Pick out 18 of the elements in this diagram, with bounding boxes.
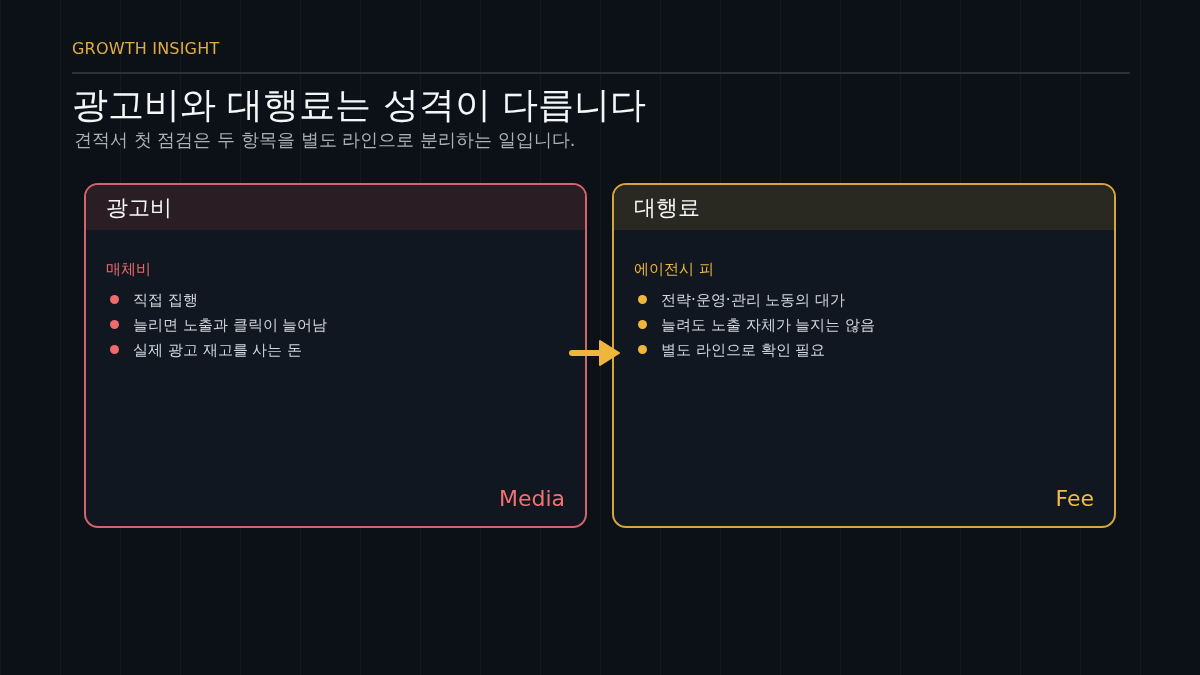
card-subheading: 매체비	[106, 259, 151, 280]
bullet-text: 직접 집행	[133, 289, 198, 311]
info-card	[612, 183, 1116, 528]
page-title: 광고비와 대행료는 성격이 다릅니다	[72, 83, 647, 127]
card-heading: 광고비	[106, 193, 172, 222]
info-card	[84, 183, 587, 528]
bullet-text: 실제 광고 재고를 사는 돈	[133, 339, 303, 361]
bullet-text: 별도 라인으로 확인 필요	[661, 339, 826, 361]
bullet-text: 늘리면 노출과 클릭이 늘어남	[133, 314, 328, 336]
card-subheading: 에이전시 피	[634, 259, 714, 280]
arrow	[569, 340, 620, 366]
card-tag: Media	[498, 484, 565, 514]
section-label: GROWTH INSIGHT	[72, 38, 220, 60]
card-heading: 대행료	[634, 193, 700, 222]
bullet-text: 늘려도 노출 자체가 늘지는 않음	[661, 314, 876, 336]
subtitle: 견적서 첫 점검은 두 항목을 별도 라인으로 분리하는 일입니다.	[74, 128, 576, 152]
card-tag: Fee	[1055, 484, 1094, 514]
bullet-text: 전략·운영·관리 노동의 대가	[661, 289, 846, 311]
